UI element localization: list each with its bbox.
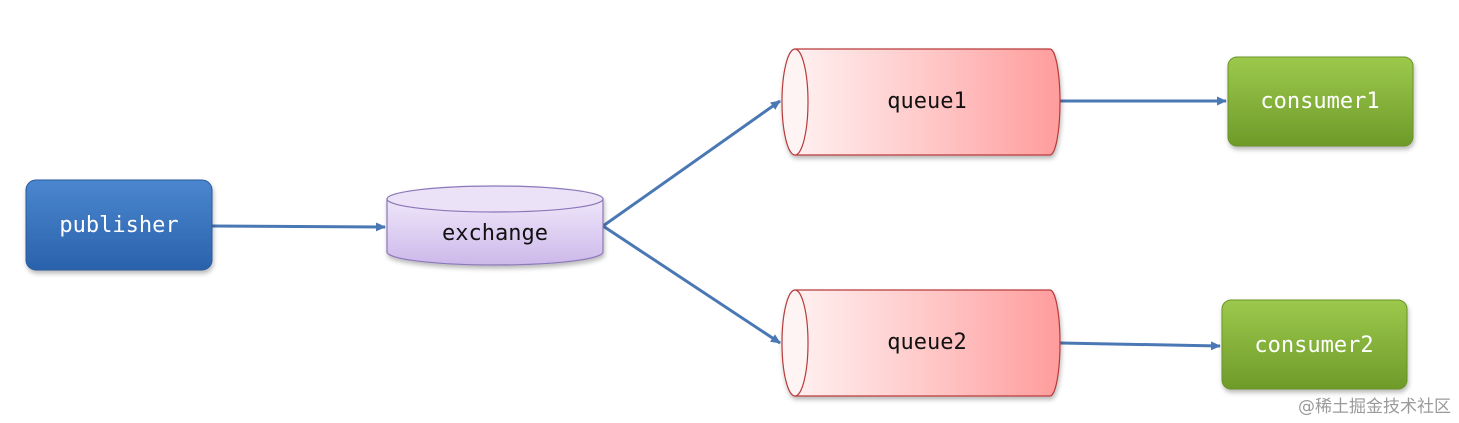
consumer1-node [1227,56,1414,147]
queue1-label: queue1 [887,89,966,114]
exchange-node [386,185,604,266]
queue2-label: queue2 [887,330,966,355]
arrows [211,96,1227,351]
queue1-end [781,48,809,156]
queue2-end [781,289,809,397]
publisher-label: publisher [59,213,178,238]
arrow-queue2-to-consumer2 [1059,341,1221,351]
queue2-body [794,289,1061,397]
exchange-top [386,185,604,213]
queue1-node [781,48,1061,156]
consumer2-label: consumer2 [1254,333,1373,358]
exchange-label: exchange [442,221,548,246]
consumer2-node [1221,299,1408,390]
queue1-body [794,48,1061,156]
consumer2-box [1221,299,1408,390]
arrow-publisher-to-exchange [211,222,386,232]
queue2-node [781,289,1061,397]
arrow-exchange-to-queue2 [602,224,781,345]
consumer1-box [1227,56,1414,147]
publisher-box [25,179,213,271]
publisher-node [25,179,213,271]
arrow-exchange-to-queue1 [602,99,781,228]
watermark-text: @稀土掘金技术社区 [1298,397,1451,417]
exchange-body [386,198,604,266]
consumer1-label: consumer1 [1260,89,1379,114]
